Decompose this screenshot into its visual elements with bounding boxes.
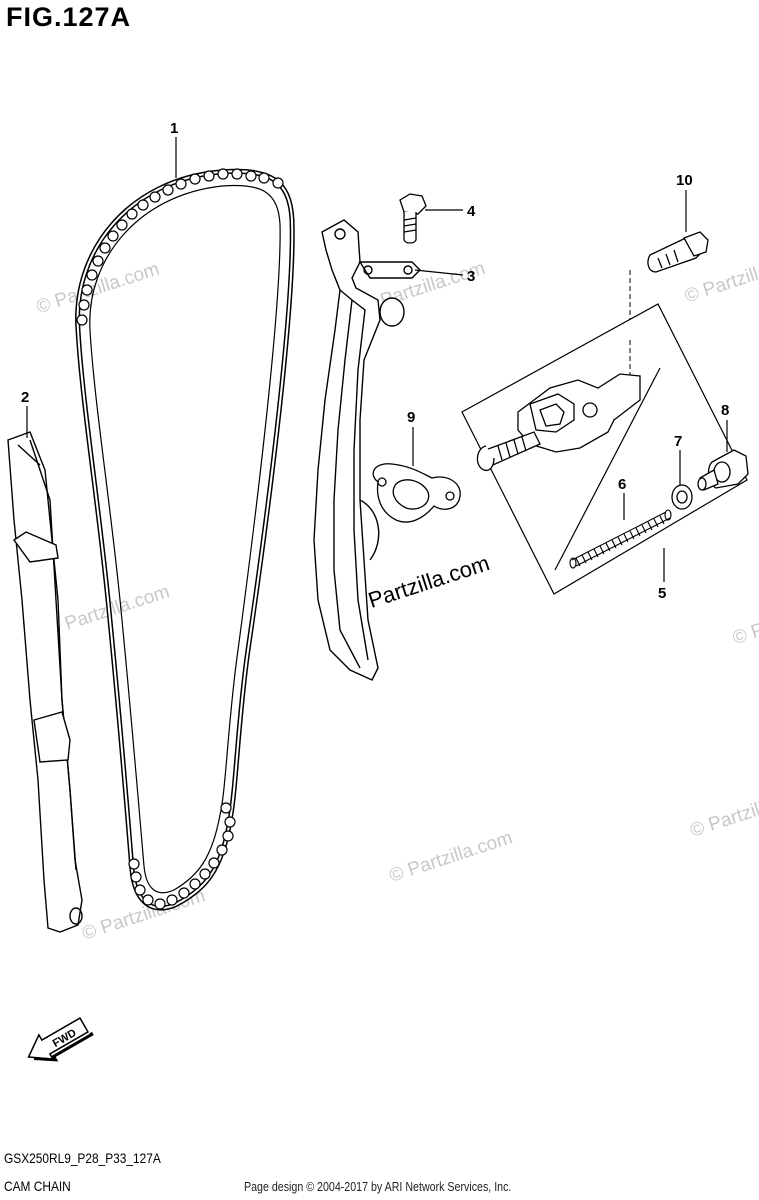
watermark: © Partzilla.com [387,827,515,887]
bolt-part [647,231,709,273]
cap-bolt-part [697,449,749,491]
callout-9: 9 [407,409,415,426]
chain-tensioner-guide-part [313,219,421,681]
tensioner-assembly-outline [461,303,748,595]
bolt-part [399,193,427,244]
washer-part [671,484,693,510]
callout-3: 3 [467,268,475,285]
figure-title: FIG.127A [6,2,132,32]
spring-part [569,509,672,569]
diagram-name: CAM CHAIN [4,1178,71,1194]
callout-labels: 1 2 3 4 5 6 7 8 9 10 [21,120,729,602]
forward-arrow-icon: FWD [27,1017,94,1062]
watermark: © Partzilla.com [688,782,759,842]
watermarks: © Partzilla.com © Partzilla.com © Partzi… [34,248,759,945]
callout-leaders [26,137,728,582]
callout-7: 7 [674,433,682,450]
cam-chain-tensioner-part [476,373,641,472]
watermark: © Partzilla.com [730,590,759,650]
callout-4: 4 [467,203,476,220]
chain-guide-part [7,431,83,933]
callout-10: 10 [676,172,693,189]
gasket-part [372,463,461,523]
copyright-notice: Page design © 2004-2017 by ARI Network S… [244,1179,512,1194]
callout-5: 5 [658,585,666,602]
callout-2: 2 [21,389,29,406]
callout-8: 8 [721,402,729,419]
watermark: © Partzilla.com [34,259,162,319]
fwd-label: FWD [51,1027,79,1050]
cam-chain-part [75,168,295,911]
callout-1: 1 [170,120,178,137]
model-code: GSX250RL9_P28_P33_127A [4,1150,161,1166]
callout-6: 6 [618,476,626,493]
